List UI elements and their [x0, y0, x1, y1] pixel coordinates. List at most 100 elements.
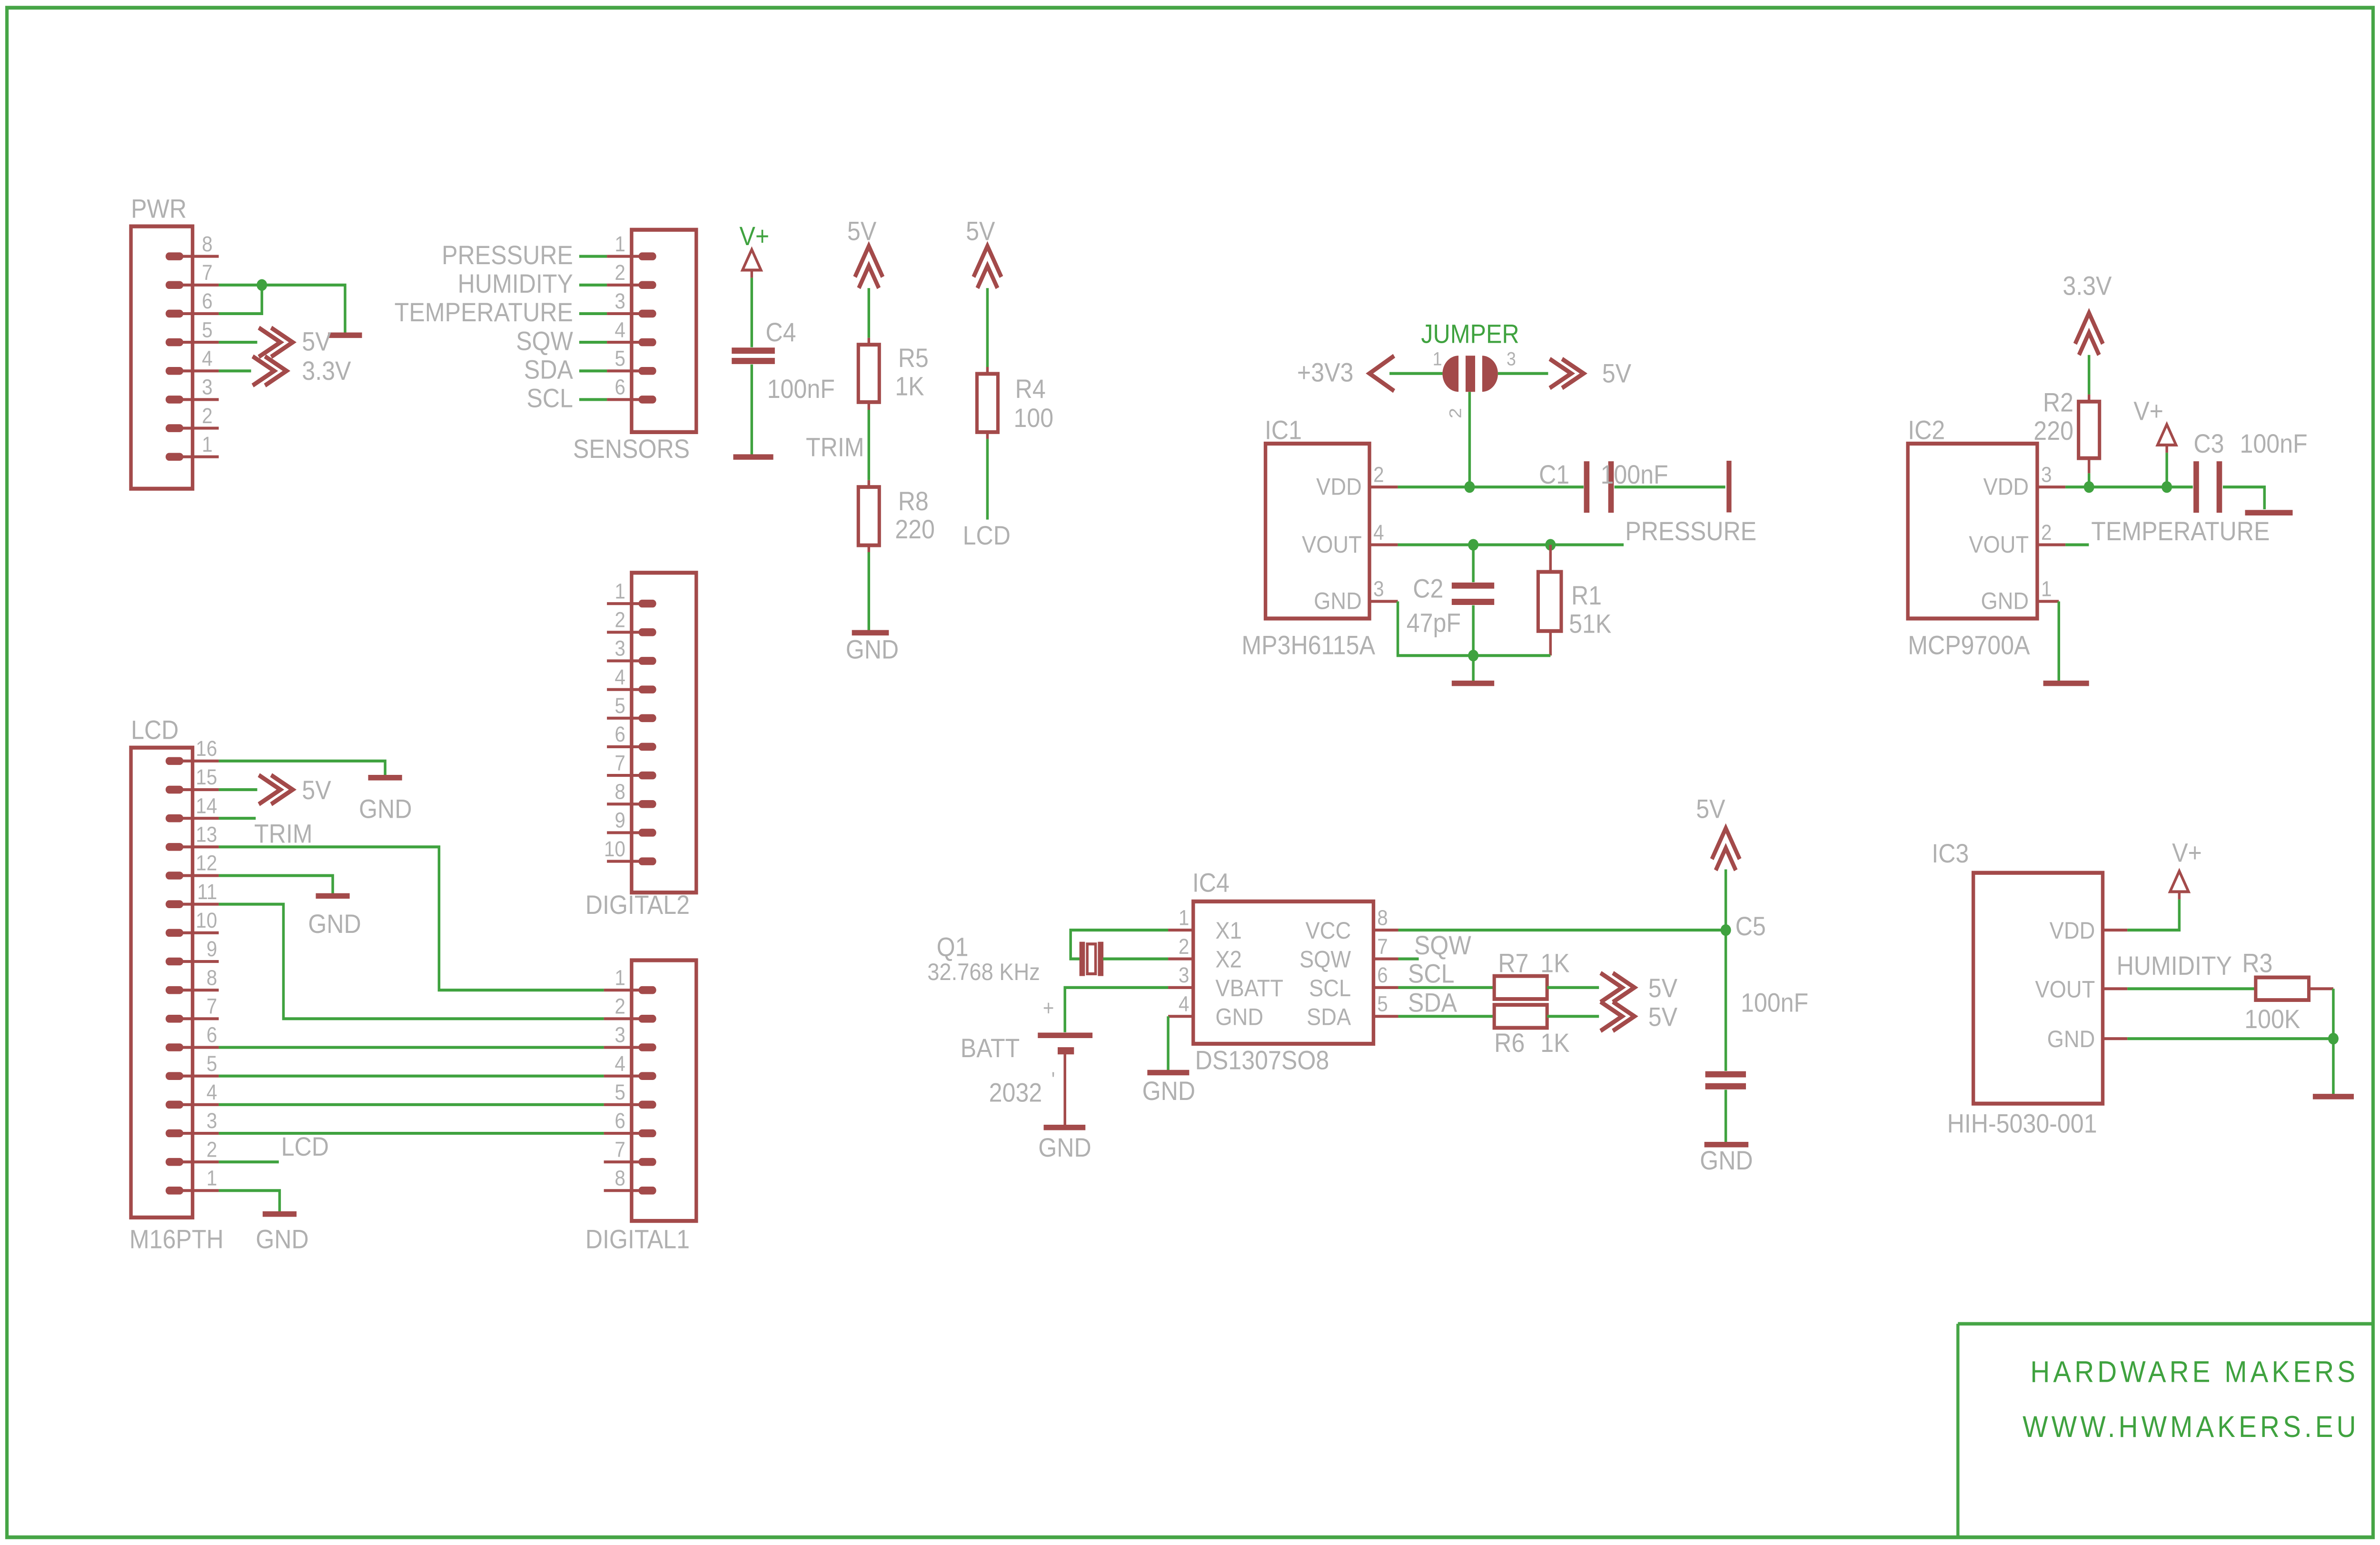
r5-value: 1K — [895, 372, 924, 401]
r8-ref: R8 — [898, 486, 929, 516]
q1-ref: Q1 — [937, 932, 969, 962]
digital2-connector: DIGITAL2 1 2 3 4 5 6 7 8 9 10 — [585, 571, 698, 920]
lcd-device: M16PTH — [129, 1225, 224, 1254]
pin-pad — [638, 1129, 656, 1138]
ic3-ref: IC3 — [1932, 839, 1969, 869]
pin-number: 5 — [615, 347, 625, 370]
pin-number: 1 — [615, 966, 625, 990]
c5-ref: C5 — [1735, 912, 1766, 941]
ic1-device: MP3H6115A — [1241, 631, 1375, 660]
batt-value: 2032 — [989, 1078, 1042, 1108]
title-line1: HARDWARE MAKERS — [2030, 1355, 2359, 1388]
pin-pad — [165, 929, 184, 937]
pin-pad — [638, 771, 656, 780]
wire-lcd13-digital1-1 — [218, 845, 604, 992]
r7-ref: R7 — [1498, 949, 1528, 978]
pin-pad — [165, 396, 184, 404]
sensors-body — [630, 228, 698, 435]
pin-number: 13 — [196, 823, 217, 847]
r7-body — [1492, 974, 1549, 1001]
ic4-device: DS1307SO8 — [1195, 1046, 1329, 1075]
net-label-sqw: SQW — [1414, 931, 1471, 960]
pin-number: 2 — [2041, 521, 2052, 545]
junction-dot — [2083, 481, 2094, 493]
jumper-pin1: 1 — [1433, 348, 1442, 369]
pin-pad — [638, 685, 656, 693]
r1-ref: R1 — [1571, 581, 1602, 610]
pin-pad — [638, 252, 656, 260]
pin-number: 2 — [615, 261, 625, 285]
ic1-pin-gnd: GND — [1314, 588, 1362, 614]
pin-number: 4 — [615, 1052, 625, 1076]
pin-pad — [165, 900, 184, 908]
pin-pad — [638, 1072, 656, 1080]
pin-number: 14 — [196, 794, 217, 818]
pin-pad — [165, 1129, 184, 1138]
net-label-vplus: V+ — [2172, 838, 2202, 868]
gnd-label: GND — [359, 794, 412, 824]
pin-pad — [165, 453, 184, 461]
pin-number: 7 — [615, 751, 625, 775]
pin-number: 3 — [1373, 577, 1384, 601]
pin-number: 4 — [1179, 992, 1190, 1016]
pin-number: 9 — [207, 937, 218, 961]
ic1-pin-vdd: VDD — [1316, 474, 1362, 500]
pin-pad — [165, 1072, 184, 1080]
pwr-pins: 8 7 6 5 4 3 2 1 — [165, 232, 219, 461]
net-label-sda: SDA — [1408, 988, 1458, 1018]
pin-pad — [165, 843, 184, 851]
ic1-group: IC1 VDD VOUT GND 2 4 3 MP3H6115A C1 100n… — [1241, 416, 1756, 686]
pin-number: 3 — [2041, 463, 2052, 486]
pin-number: 1 — [207, 1167, 218, 1190]
pin-pad — [165, 366, 184, 375]
q1-body — [1086, 942, 1097, 976]
jumper-label: JUMPER — [1421, 319, 1519, 349]
pin-number: 2 — [615, 995, 625, 1019]
r4-ref: R4 — [1015, 374, 1046, 404]
net-label-lcd: LCD — [281, 1132, 329, 1162]
c1-value: 100nF — [1600, 460, 1668, 490]
ic3-group: IC3 HIH-5030-001 VDD VOUT GND V+ HUMIDIT… — [1932, 838, 2354, 1139]
pin-number: 3 — [615, 1023, 625, 1047]
ic2-group: IC2 VDD VOUT GND 3 2 1 MCP9700A 3.3V R2 … — [1906, 271, 2308, 686]
pin-number: 4 — [615, 318, 625, 342]
page-border — [5, 6, 2375, 1539]
gnd-label: GND — [846, 635, 899, 664]
pin-number: 3 — [1179, 963, 1190, 987]
pin-number: 1 — [615, 579, 625, 603]
ic4-pin-scl: SCL — [1309, 975, 1351, 1002]
wire-lcd11-digital1-2 — [218, 902, 604, 1020]
wire-vbatt — [1063, 986, 1169, 1032]
title-line2: WWW.HWMAKERS.EU — [2023, 1410, 2360, 1443]
net-label-trim: TRIM — [806, 433, 864, 462]
digital1-body — [630, 958, 698, 1223]
pin-pad — [165, 986, 184, 994]
lcd-label: LCD — [131, 715, 178, 745]
ic1-body — [1263, 441, 1371, 621]
pin-number: 7 — [615, 1138, 625, 1161]
jumper-gap — [1475, 354, 1482, 394]
ic3-body — [1971, 871, 2105, 1106]
net-label-3v3: 3.3V — [302, 357, 351, 386]
pin-pad — [638, 628, 656, 636]
ic2-body — [1906, 441, 2039, 621]
pin-number: 7 — [1377, 935, 1388, 959]
pin-number: 2 — [1373, 463, 1384, 486]
pin-number: 7 — [207, 995, 218, 1019]
pwr-connector: PWR 8 7 6 5 4 3 2 1 5V 3.3V — [129, 194, 362, 491]
ic2-pin-gnd: GND — [1981, 588, 2029, 614]
r2-value: 220 — [2033, 416, 2073, 446]
pin-pad — [165, 1187, 184, 1195]
ic2-device: MCP9700A — [1908, 631, 2030, 660]
pin-pad — [165, 1100, 184, 1109]
pin-pad — [638, 743, 656, 751]
3v3-arrow-icon — [1366, 354, 1396, 393]
jumper-pin3: 3 — [1507, 348, 1516, 369]
ic1-ref: IC1 — [1265, 416, 1302, 445]
net-label-5v: 5V — [1696, 794, 1726, 824]
wire-lcd12-gnd — [218, 874, 334, 893]
pin-pad — [638, 338, 656, 347]
c4-value: 100nF — [767, 374, 835, 404]
